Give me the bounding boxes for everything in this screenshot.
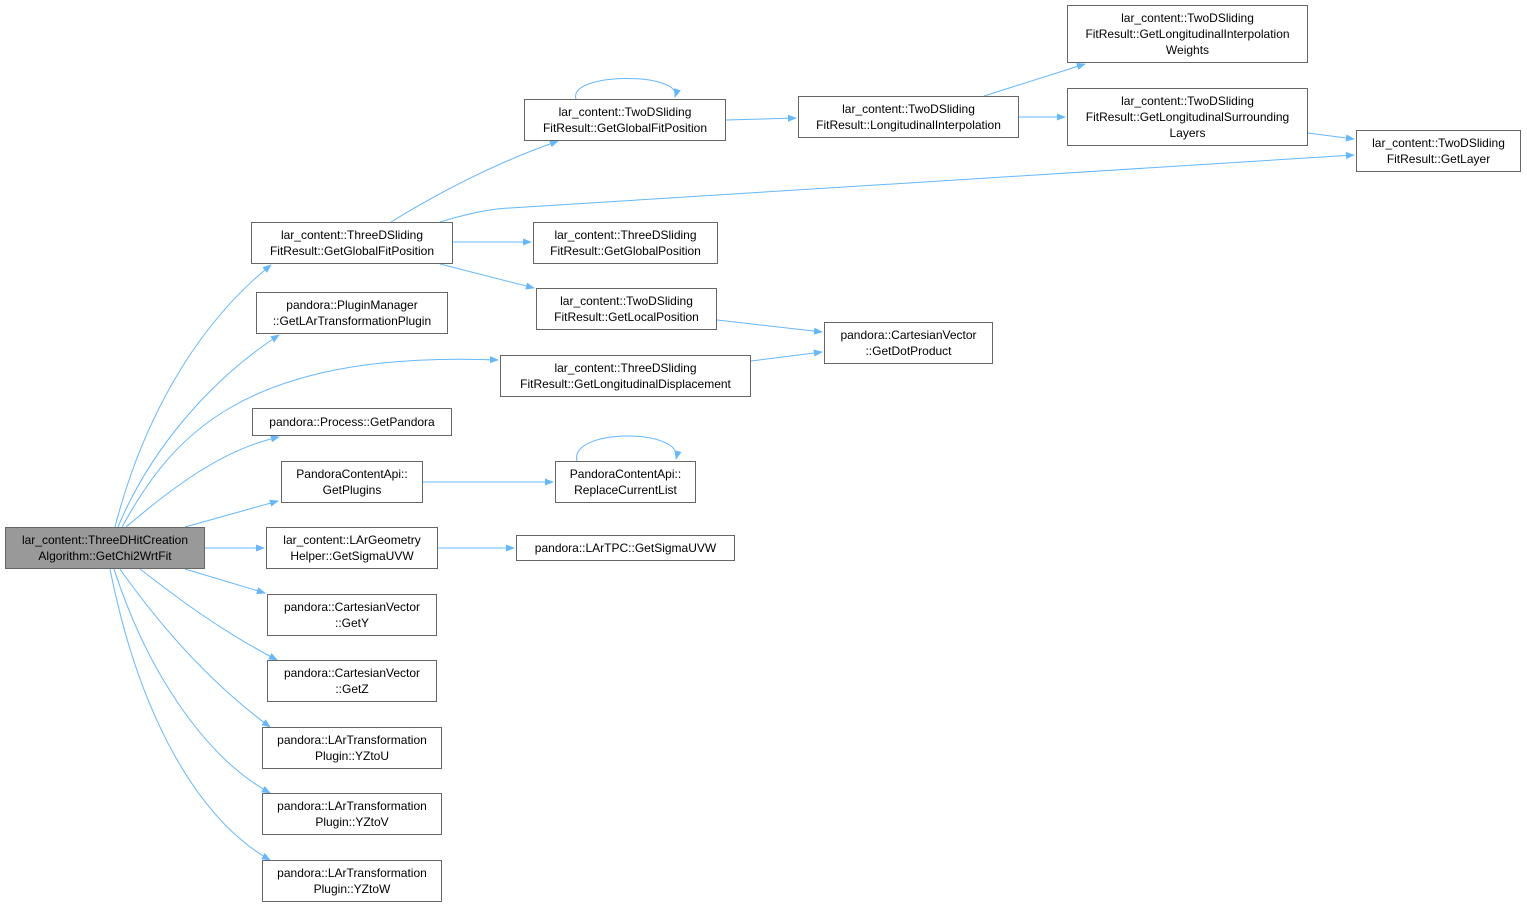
e-2dgfp-2dli (725, 114, 797, 122)
node-label-line: GetPlugins (322, 483, 382, 497)
node-label-line: FitResult::LongitudinalInterpolation (816, 118, 1001, 132)
e-root-gltp (117, 334, 280, 528)
node-label-line: ::GetDotProduct (865, 344, 952, 358)
node-label-line: pandora::PluginManager (286, 298, 418, 312)
node-label-line: FitResult::GetLongitudinalInterpolation (1085, 27, 1290, 41)
node-label-line: Plugin::YZtoV (315, 815, 389, 829)
function-node-ngy[interactable]: pandora::CartesianVector::GetY (267, 594, 437, 636)
node-label-line: ::GetY (334, 616, 369, 630)
node-label-line: lar_content::TwoDSliding (558, 105, 692, 119)
node-label-line: Plugin::YZtoU (314, 749, 390, 763)
e-root-yv (113, 568, 271, 794)
node-label-line: lar_content::TwoDSliding (1121, 11, 1254, 25)
function-node-ntpc[interactable]: pandora::LArTPC::GetSigmaUVW (516, 535, 735, 561)
node-label-line: Helper::GetSigmaUVW (290, 549, 414, 563)
node-label-line: lar_content::TwoDSliding (560, 294, 693, 308)
e-3dgfp-2dlp (439, 263, 535, 290)
node-label-line: lar_content::ThreeDSliding (554, 228, 697, 242)
node-label-line: pandora::CartesianVector (283, 666, 421, 680)
node-label-line: Weights (1165, 43, 1210, 57)
node-label-line: pandora::LArTransformation (277, 733, 427, 747)
node-label-line: ReplaceCurrentList (574, 483, 677, 497)
node-label-line: pandora::Process::GetPandora (269, 415, 435, 429)
node-label-line: Layers (1169, 126, 1206, 140)
e-2dlsl-2dgl (1307, 132, 1355, 142)
function-node-ngz[interactable]: pandora::CartesianVector::GetZ (267, 660, 437, 702)
node-label-line: pandora::LArTPC::GetSigmaUVW (534, 541, 717, 555)
e-rcl-self (576, 435, 682, 462)
e-root-gz (139, 568, 278, 661)
e-2dli-2dliw (983, 63, 1086, 97)
function-node-ngpl[interactable]: PandoraContentApi::GetPlugins (281, 461, 423, 503)
e-root-gp (125, 435, 280, 528)
node-label-line: lar_content::TwoDSliding (842, 102, 975, 116)
e-root-gpl (184, 499, 279, 528)
function-node-ngp[interactable]: pandora::Process::GetPandora (252, 408, 452, 436)
node-label-line: pandora::LArTransformation (277, 866, 427, 880)
node-label-line: lar_content::TwoDSliding (1372, 136, 1505, 150)
node-label-line: lar_content::ThreeDHitCreation (21, 533, 189, 547)
e-3dgfp-2dgl (439, 151, 1355, 223)
node-label-line: FitResult::GetGlobalPosition (550, 244, 701, 258)
node-label-line: FitResult::GetGlobalFitPosition (542, 121, 708, 135)
node-label-line: lar_content::ThreeDSliding (280, 228, 424, 242)
node-label-line: lar_content::ThreeDSliding (554, 361, 697, 375)
e-root-yu (119, 568, 271, 728)
e-root-gy (184, 568, 266, 595)
node-label-line: FitResult::GetLocalPosition (554, 310, 699, 324)
function-node-ndot[interactable]: pandora::CartesianVector::GetDotProduct (824, 322, 993, 364)
e-2dlp-dot (716, 319, 823, 335)
function-node-ngltp[interactable]: pandora::PluginManager::GetLArTransforma… (256, 292, 448, 334)
node-label-line: lar_content::TwoDSliding (1121, 94, 1254, 108)
e-root-yw (109, 568, 271, 861)
node-label-line: pandora::LArTransformation (277, 799, 427, 813)
node-label-line: PandoraContentApi:: (569, 467, 682, 481)
e-root-3dgfp (114, 264, 272, 528)
function-node-nrcl[interactable]: PandoraContentApi::ReplaceCurrentList (555, 461, 696, 503)
e-root-3dld (121, 356, 499, 528)
e-2dgfp-self (575, 78, 681, 100)
node-label-line: Algorithm::GetChi2WrtFit (38, 549, 172, 563)
node-label-line: PandoraContentApi:: (296, 467, 408, 481)
node-label-line: lar_content::LArGeometry (283, 533, 421, 547)
node-label-line: pandora::CartesianVector (840, 328, 977, 342)
node-label-line: ::GetZ (335, 682, 369, 696)
node-label-line: FitResult::GetLongitudinalDisplacement (520, 377, 731, 391)
node-label-line: Plugin::YZtoW (313, 882, 391, 896)
node-label-line: FitResult::GetLayer (1386, 152, 1491, 166)
node-label-line: pandora::CartesianVector (283, 600, 421, 614)
e-3dgfp-2dgfp (390, 140, 559, 223)
node-label-line: FitResult::GetLongitudinalSurrounding (1085, 110, 1290, 124)
node-label-line: FitResult::GetGlobalFitPosition (269, 244, 435, 258)
e-3dld-dot (750, 349, 823, 362)
node-label-line: ::GetLArTransformationPlugin (272, 314, 432, 328)
